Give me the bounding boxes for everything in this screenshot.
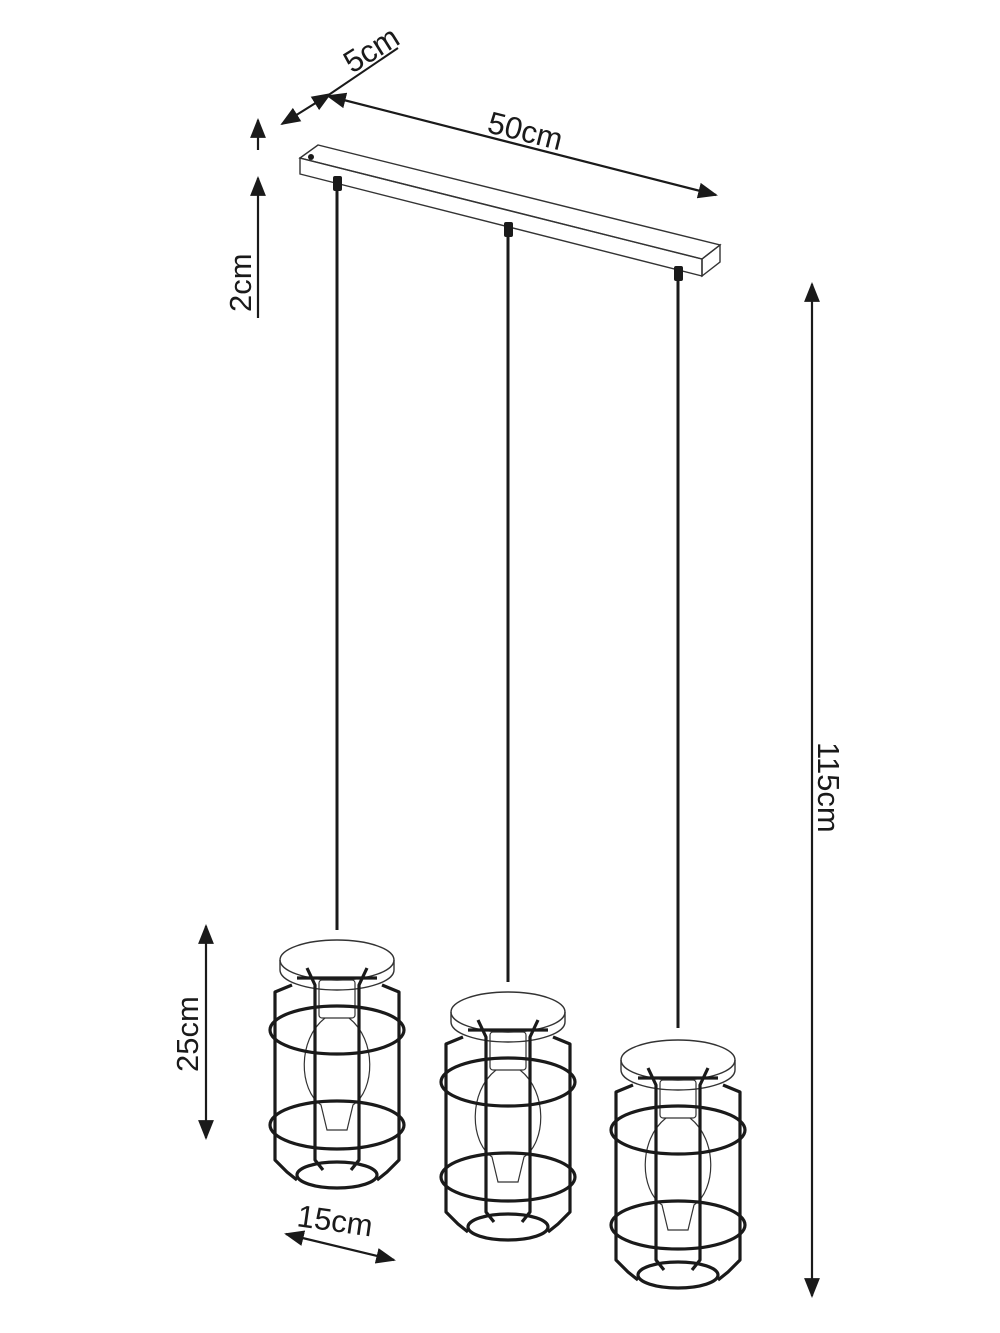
pendant-lamp-left	[268, 939, 406, 1190]
label-canopy-depth: 5cm	[337, 19, 405, 80]
label-shade-diameter: 15cm	[295, 1198, 375, 1243]
dimension-total-height: 115cm	[804, 282, 846, 1298]
label-shade-height: 25cm	[170, 996, 205, 1072]
pendant-cords	[333, 176, 683, 1028]
pendant-lamp-middle	[439, 991, 577, 1242]
canopy-bar	[298, 144, 722, 278]
dimension-canopy-height: 2cm	[223, 118, 266, 318]
dimension-shade-height: 25cm	[170, 924, 214, 1140]
label-total-height: 115cm	[811, 742, 846, 833]
dimension-shade-diameter: 15cm	[284, 1198, 396, 1264]
label-canopy-length: 50cm	[484, 105, 566, 157]
label-canopy-height: 2cm	[223, 253, 258, 312]
pendant-lamp-right	[609, 1039, 747, 1290]
dimension-canopy-depth: 5cm	[280, 19, 405, 126]
